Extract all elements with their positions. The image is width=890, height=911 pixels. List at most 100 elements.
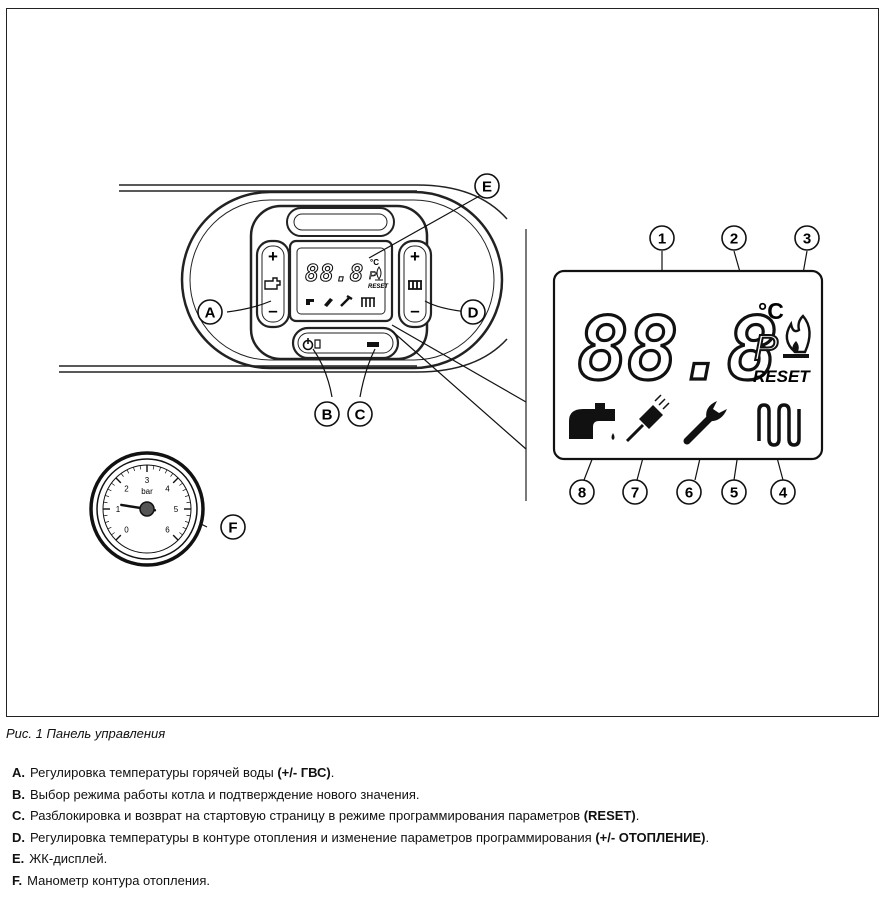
callout-a: A <box>197 299 223 325</box>
heating-temp-button[interactable]: + – <box>397 239 433 329</box>
gauge-tick <box>186 514 191 517</box>
gauge-tick-label: 5 <box>174 505 179 514</box>
leader-e <box>368 193 484 259</box>
legend-item-c: C.Разблокировка и возврат на стартовую с… <box>12 808 640 824</box>
callout-8: 8 <box>569 479 595 505</box>
gauge-tick <box>105 521 110 523</box>
control-panel-diagram: + – + – 88.8 °C P RE <box>59 173 824 567</box>
power-mode-button-icon[interactable] <box>302 338 321 351</box>
svg-text:2: 2 <box>730 231 738 248</box>
gauge-unit: bar <box>141 487 153 496</box>
wrench-icon <box>683 401 727 445</box>
heating-minus-label: – <box>410 301 419 320</box>
gauge-tick <box>115 477 122 484</box>
gauge-tick <box>184 495 189 497</box>
gauge-hub <box>139 501 155 517</box>
radiator-icon <box>408 280 422 290</box>
small-lcd-reset: RESET <box>368 284 389 290</box>
brush-icon <box>625 394 670 443</box>
small-lcd-unit: °C <box>370 258 379 267</box>
gauge-tick <box>139 465 142 470</box>
gauge-tick <box>105 495 110 497</box>
gauge-tick <box>172 534 179 541</box>
svg-text:B: B <box>322 407 333 424</box>
gauge-tick <box>103 501 108 504</box>
svg-text:A: A <box>205 305 216 322</box>
dhw-temp-button[interactable]: + – <box>255 239 291 329</box>
callout-4: 4 <box>770 479 796 505</box>
radiator-icon-large <box>757 403 801 447</box>
gauge-tick-label: 2 <box>124 484 129 493</box>
control-unit: + – + – 88.8 °C P RE <box>249 204 433 361</box>
gauge-tick-label: 1 <box>116 505 121 514</box>
gauge-tick <box>159 467 161 472</box>
gauge-tick <box>186 501 191 504</box>
gauge-tick <box>111 482 115 486</box>
tap-icon <box>569 403 615 440</box>
gauge-tick <box>103 514 108 517</box>
gauge-tick <box>170 473 174 477</box>
boiler-panel <box>59 184 527 501</box>
small-lcd: 88.8 °C P RESET <box>288 239 394 323</box>
callout-3: 3 <box>794 225 820 251</box>
gauge-tick <box>182 526 187 530</box>
gauge-tick <box>133 467 135 472</box>
flame-icon <box>783 314 811 358</box>
gauge-tick <box>172 477 179 484</box>
small-lcd-p: P <box>369 270 377 282</box>
reset-button-icon[interactable] <box>367 342 379 347</box>
large-lcd: 88.8 °C P RESET <box>552 269 824 461</box>
gauge-tick <box>115 534 122 541</box>
svg-text:8: 8 <box>578 485 586 502</box>
gauge-tick-label: 6 <box>165 526 170 535</box>
callout-7: 7 <box>622 479 648 505</box>
svg-text:4: 4 <box>779 485 788 502</box>
large-lcd-unit: °C <box>758 298 784 324</box>
svg-text:7: 7 <box>631 485 639 502</box>
figure-caption: Рис. 1 Панель управления <box>6 726 166 741</box>
gauge-tick <box>126 469 130 474</box>
legend-item-e: E.ЖК-дисплей. <box>12 851 108 867</box>
legend-list: A.Регулировка температуры горячей воды (… <box>12 762 709 892</box>
gauge-tick-label: 3 <box>145 476 150 485</box>
svg-text:5: 5 <box>730 485 738 502</box>
legend-item-a: A.Регулировка температуры горячей воды (… <box>12 765 335 780</box>
large-lcd-p: P <box>754 327 778 368</box>
small-lcd-radiator-icon <box>361 297 375 307</box>
dhw-minus-label: – <box>268 301 277 320</box>
gauge-tick <box>182 488 187 492</box>
callout-5: 5 <box>721 479 747 505</box>
svg-text:E: E <box>482 179 492 196</box>
gauge-tick <box>120 473 124 477</box>
callout-c: C <box>347 401 373 427</box>
gauge-tick <box>107 526 112 530</box>
svg-text:1: 1 <box>658 231 666 248</box>
leader-b <box>312 348 333 398</box>
gauge-tick-label: 4 <box>165 484 170 493</box>
leader-a <box>226 300 272 313</box>
figure-frame: + – + – 88.8 °C P RE <box>6 8 879 717</box>
leader-zoom-bottom <box>391 330 527 450</box>
svg-text:C: C <box>355 407 366 424</box>
gauge-tick <box>179 532 183 536</box>
dhw-tap-icon <box>264 277 281 290</box>
gauge-tick <box>184 521 189 523</box>
gauge-tick-marks <box>103 465 191 541</box>
dhw-plus-label: + <box>268 247 278 266</box>
leader-c <box>359 348 376 398</box>
small-lcd-brush-icon <box>324 298 333 307</box>
mode-reset-buttons <box>291 326 400 360</box>
callout-f: F <box>220 514 246 540</box>
callout-b: B <box>314 401 340 427</box>
large-lcd-reset: RESET <box>753 367 811 386</box>
legend-item-d: D.Регулировка температуры в контуре отоп… <box>12 829 710 845</box>
small-lcd-wrench-icon <box>340 294 353 307</box>
gauge-tick <box>179 482 183 486</box>
callout-2: 2 <box>721 225 747 251</box>
svg-text:6: 6 <box>685 485 693 502</box>
legend-item-b: B.Выбор режима работы котла и подтвержде… <box>12 786 420 802</box>
large-lcd-digits: 88.8 <box>577 300 776 400</box>
callout-1: 1 <box>649 225 675 251</box>
